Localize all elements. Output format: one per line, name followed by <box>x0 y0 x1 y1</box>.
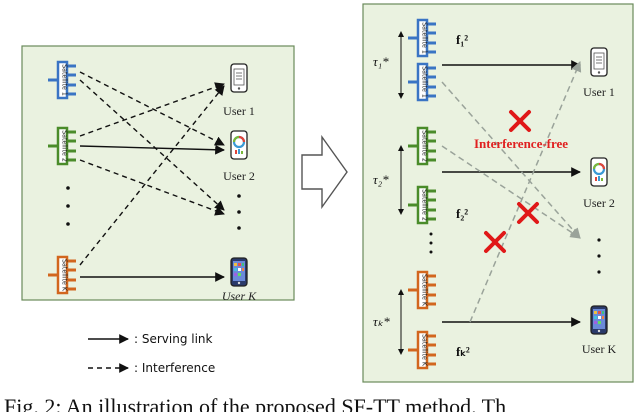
figure-caption: Fig. 2: An illustration of the proposed … <box>4 394 506 412</box>
interference-link <box>79 82 225 137</box>
interference-link <box>441 81 581 239</box>
right-user-1-label: User 1 <box>583 85 615 99</box>
left-user-1-label: User 1 <box>223 104 255 118</box>
phone-icon <box>590 47 608 77</box>
left-sat-ellipsis <box>66 186 70 226</box>
right-user-2-label: User 2 <box>583 196 615 210</box>
left-user-k-label: User K <box>222 289 257 303</box>
right-user-ellipsis <box>597 238 601 274</box>
interference-link <box>469 61 582 323</box>
right-sat-ellipsis <box>429 232 433 254</box>
right-panel: Satellite 1 Satellite 1 Satellite 2 Sate… <box>362 3 634 383</box>
tau-2-label: τ₂* <box>373 172 389 187</box>
interference-link <box>79 159 225 216</box>
phone-icon <box>230 257 248 287</box>
tau-k-label: τₖ* <box>373 314 390 329</box>
right-sat-ka-label: Satellite K <box>421 274 429 307</box>
left-user-2-label: User 2 <box>223 169 255 183</box>
left-satellite-1: Satellite 1 <box>46 60 78 100</box>
phone-icon <box>590 305 608 335</box>
phone-icon <box>229 129 249 161</box>
right-user-k-label: User K <box>582 342 617 356</box>
interference-link <box>441 145 581 239</box>
left-sat-1-label: Satellite 1 <box>61 64 69 96</box>
left-sat-k-label: Satellite K <box>61 259 69 292</box>
right-sat-2a-label: Satellite 2 <box>421 130 429 162</box>
legend: : Serving link : Interference <box>88 332 215 375</box>
left-user-ellipsis <box>237 194 241 230</box>
f-k-label: fₖ² <box>456 344 470 359</box>
arrow-right-icon <box>301 134 348 210</box>
right-sat-1a-label: Satellite 1 <box>421 22 429 54</box>
interference-free-label: Interference-free <box>474 136 568 151</box>
legend-serving-label: : Serving link <box>134 332 213 346</box>
f-2-label: f₂² <box>456 206 468 221</box>
left-satellite-2: Satellite 2 <box>46 126 78 166</box>
f-1-label: f₁² <box>456 32 468 47</box>
right-sat-2b-label: Satellite 2 <box>421 189 429 221</box>
left-satellite-k: Satellite K <box>46 255 78 295</box>
right-sat-1b-label: Satellite 1 <box>421 66 429 98</box>
phone-icon <box>230 63 248 93</box>
phone-icon <box>589 156 609 188</box>
interference-link <box>79 85 225 266</box>
legend-interference-label: : Interference <box>134 361 215 375</box>
left-sat-2-label: Satellite 2 <box>61 130 69 162</box>
left-links <box>79 71 225 282</box>
serving-link <box>79 144 225 155</box>
right-sat-kb-label: Satellite K <box>421 334 429 367</box>
left-panel: Satellite 1 Satellite 2 Satellite K User… <box>21 45 295 303</box>
tau-1-label: τ₁* <box>373 54 389 69</box>
